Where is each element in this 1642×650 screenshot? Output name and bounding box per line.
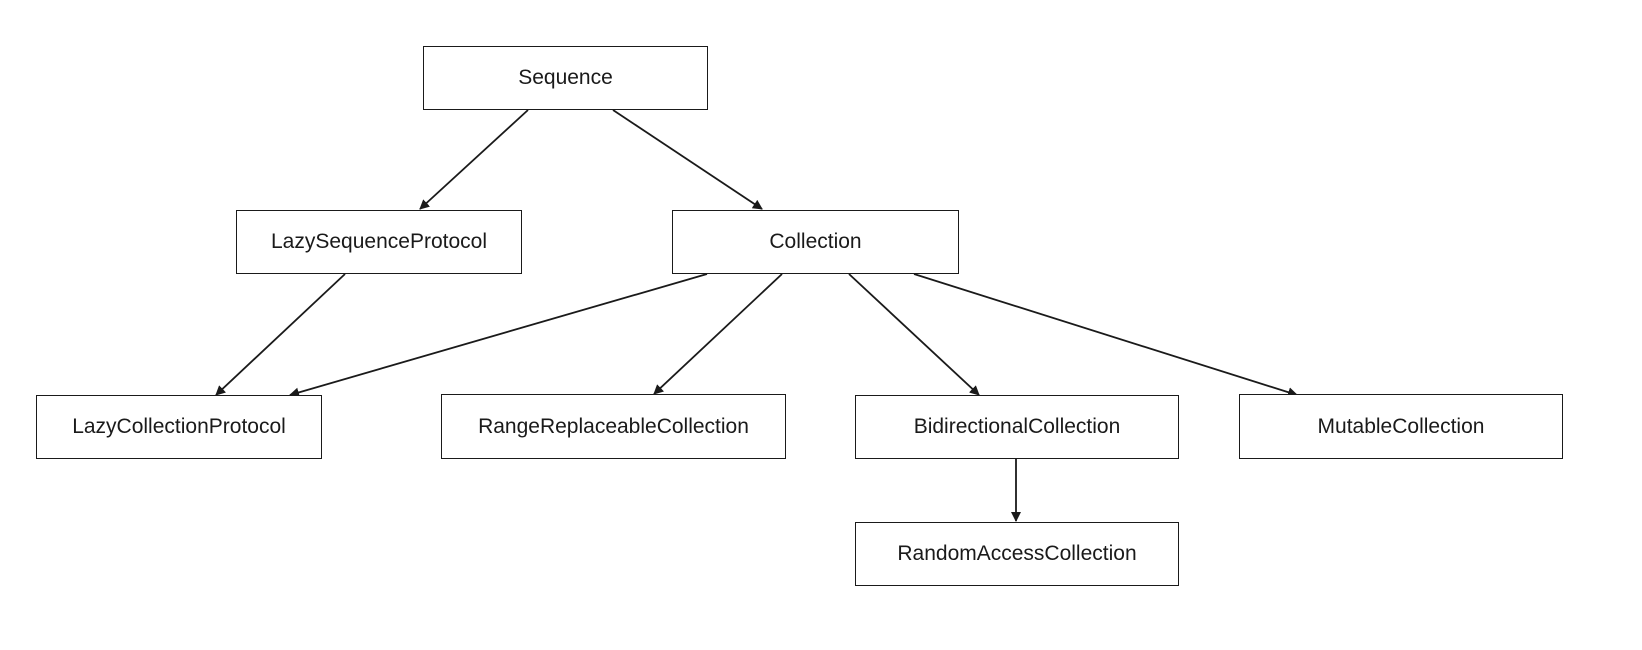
node-range-replaceable-collection: RangeReplaceableCollection	[441, 394, 786, 459]
node-mutable-collection: MutableCollection	[1239, 394, 1563, 459]
node-sequence: Sequence	[423, 46, 708, 110]
node-collection: Collection	[672, 210, 959, 274]
node-random-access-collection: RandomAccessCollection	[855, 522, 1179, 586]
edge-collection-to-lazy-collection-protocol	[289, 273, 708, 398]
node-lazy-sequence-protocol: LazySequenceProtocol	[236, 210, 522, 274]
edge-sequence-to-lazy-sequence-protocol	[419, 109, 529, 210]
edge-collection-to-range-replaceable-collection	[653, 273, 783, 395]
edge-lazy-sequence-protocol-to-lazy-collection-protocol	[215, 273, 346, 396]
edge-collection-to-bidirectional-collection	[848, 273, 980, 396]
edge-sequence-to-collection	[612, 109, 763, 210]
node-lazy-collection-protocol: LazyCollectionProtocol	[36, 395, 322, 459]
edge-collection-to-mutable-collection	[913, 273, 1298, 398]
node-bidirectional-collection: BidirectionalCollection	[855, 395, 1179, 459]
